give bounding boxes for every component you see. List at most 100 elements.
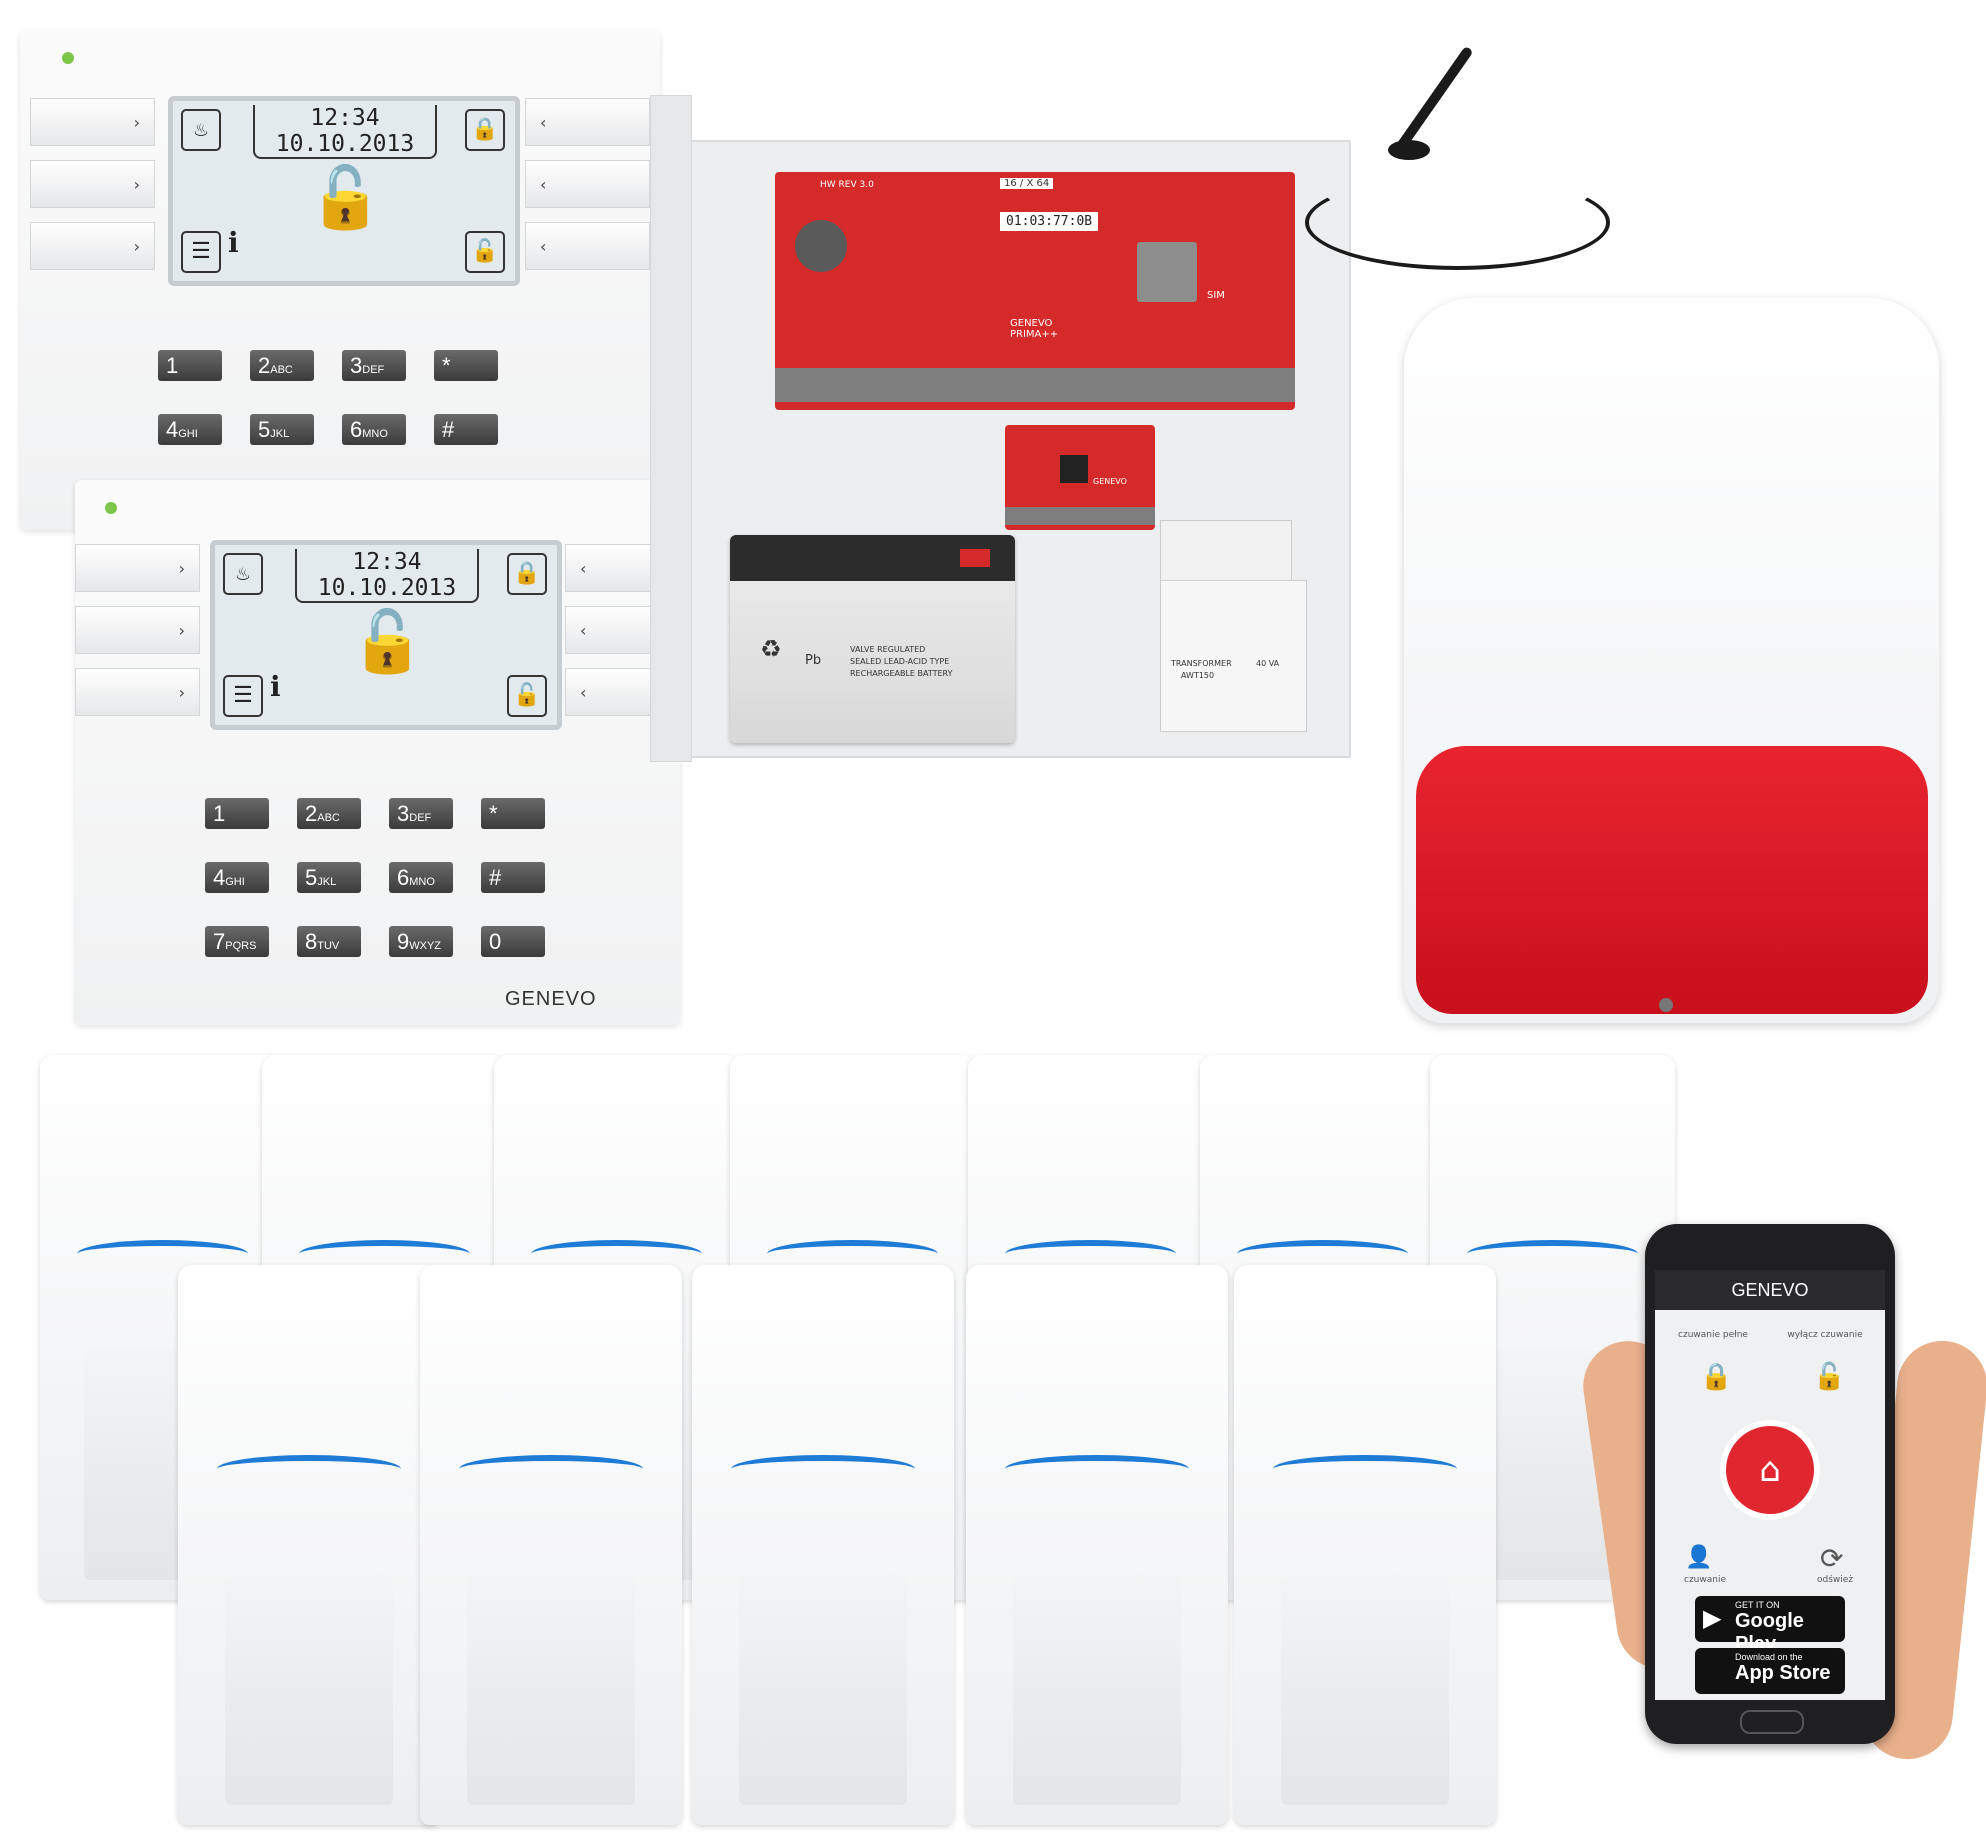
keypad-key-6[interactable]: 6MNO	[389, 862, 453, 893]
key-sub-label: DEF	[409, 812, 432, 824]
person-lock-icon[interactable]: 👤	[1685, 1545, 1713, 1570]
left-function-button-3[interactable]: ›	[30, 222, 155, 270]
key-label: 8	[305, 929, 318, 954]
key-label: 5	[305, 865, 318, 890]
keypad-key-8[interactable]: 8TUV	[297, 926, 361, 957]
status-led	[62, 52, 74, 64]
keypad-key-star[interactable]: *	[481, 798, 545, 829]
keypad-key-hash[interactable]: #	[481, 862, 545, 893]
padlock-open-icon: 🔓	[507, 675, 547, 717]
detector-lens-window	[1013, 1575, 1181, 1805]
right-function-button-2[interactable]: ‹	[525, 160, 650, 208]
siren-flash-lens	[1416, 746, 1928, 1014]
padlock-closed-icon[interactable]: 🔒	[1700, 1362, 1733, 1392]
keypad-key-1[interactable]: 1	[205, 798, 269, 829]
key-sub-label: DEF	[362, 364, 385, 376]
board-id-label: 01:03:77:0B	[1000, 212, 1099, 231]
keypad-key-9[interactable]: 9WXYZ	[389, 926, 453, 957]
keypad-key-3[interactable]: 3DEF	[342, 350, 406, 381]
fire-icon: ♨	[223, 553, 263, 595]
expander-terminal-strip	[1005, 507, 1155, 525]
key-label: 4	[213, 865, 226, 890]
google-play-small-text: GET IT ON	[1735, 1600, 1780, 1610]
expander-board: GENEVO	[1005, 425, 1155, 530]
detector-lens-window	[1281, 1575, 1449, 1805]
keypad-key-3[interactable]: 3DEF	[389, 798, 453, 829]
key-label: #	[442, 417, 455, 442]
key-label: 5	[258, 417, 271, 442]
motion-detector	[966, 1265, 1228, 1825]
keypad-back: › › › ‹ ‹ ‹ 12:34 10.10.2013 ♨ ☰ 🔒 🔓 🔓 ℹ…	[20, 30, 660, 530]
info-icon: ℹ	[228, 226, 239, 259]
battery-pb-label: Pb	[805, 653, 822, 668]
app-store-badge[interactable]: Download on the App Store	[1695, 1648, 1845, 1694]
padlock-open-icon[interactable]: 🔓	[1813, 1362, 1846, 1392]
antenna-cable	[1305, 175, 1610, 270]
left-function-button-1[interactable]: ›	[30, 98, 155, 146]
motion-detector	[1234, 1265, 1496, 1825]
battery-terminal	[960, 549, 990, 567]
key-label: 0	[489, 929, 502, 954]
motion-detector	[178, 1265, 440, 1825]
detector-led-arc	[1273, 1455, 1457, 1483]
keypad-key-7[interactable]: 7PQRS	[205, 926, 269, 957]
left-function-button-3[interactable]: ›	[75, 668, 200, 716]
app-store-small-text: Download on the	[1735, 1652, 1803, 1662]
keypad-key-2[interactable]: 2ABC	[297, 798, 361, 829]
keypad-key-star[interactable]: *	[434, 350, 498, 381]
key-sub-label: ABC	[270, 364, 293, 376]
padlock-closed-icon: 🔒	[465, 109, 505, 151]
detector-led-arc	[530, 1240, 703, 1268]
battery-line-3: RECHARGEABLE BATTERY	[850, 669, 953, 678]
key-label: 1	[166, 353, 179, 378]
key-sub-label: JKL	[270, 428, 290, 440]
disarm-label: wyłącz czuwanie	[1787, 1330, 1863, 1340]
siren-screw	[1659, 998, 1673, 1012]
right-function-button-1[interactable]: ‹	[525, 98, 650, 146]
capacitor	[795, 220, 847, 272]
left-function-button-1[interactable]: ›	[75, 544, 200, 592]
left-function-button-2[interactable]: ›	[30, 160, 155, 208]
detector-led-arc	[731, 1455, 915, 1483]
refresh-icon[interactable]: ⟳	[1820, 1542, 1844, 1575]
left-function-button-2[interactable]: ›	[75, 606, 200, 654]
phone-home-button[interactable]	[1740, 1710, 1804, 1734]
battery-line-2: SEALED LEAD-ACID TYPE	[850, 657, 950, 666]
keypad-key-4[interactable]: 4GHI	[205, 862, 269, 893]
key-sub-label: PQRS	[225, 940, 257, 952]
menu-icon: ☰	[223, 675, 263, 717]
expander-chip	[1060, 455, 1088, 483]
key-sub-label: GHI	[225, 876, 245, 888]
right-function-button-3[interactable]: ‹	[525, 222, 650, 270]
detector-led-arc	[217, 1455, 401, 1483]
battery-line-1: VALVE REGULATED	[850, 645, 926, 654]
key-label: 2	[258, 353, 271, 378]
keypad-key-6[interactable]: 6MNO	[342, 414, 406, 445]
key-sub-label: MNO	[362, 428, 388, 440]
sim-label: SIM	[1207, 290, 1225, 301]
recycle-icon: ♻	[760, 635, 782, 663]
padlock-open-icon: 🔓	[465, 231, 505, 273]
keypad-key-1[interactable]: 1	[158, 350, 222, 381]
lcd-display: 12:34 10.10.2013 ♨ ☰ 🔒 🔓 🔓 ℹ	[210, 540, 562, 730]
main-control-board: HW REV 3.0 16 / X 64 01:03:77:0B GENEVO …	[775, 172, 1295, 410]
arm-home-button[interactable]: ⌂	[1720, 1420, 1820, 1520]
key-label: 4	[166, 417, 179, 442]
padlock-open-icon: 🔓	[350, 607, 425, 677]
menu-icon: ☰	[181, 231, 221, 273]
keypad-key-4[interactable]: 4GHI	[158, 414, 222, 445]
detector-led-arc	[766, 1240, 939, 1268]
keypad-key-0[interactable]: 0	[481, 926, 545, 957]
keypad-key-5[interactable]: 5JKL	[297, 862, 361, 893]
motion-detector	[420, 1265, 682, 1825]
google-play-badge[interactable]: ▶ GET IT ON Google Play	[1695, 1596, 1845, 1655]
keypad-key-hash[interactable]: #	[434, 414, 498, 445]
keypad-key-2[interactable]: 2ABC	[250, 350, 314, 381]
detector-led-arc	[1236, 1240, 1409, 1268]
keypad-key-5[interactable]: 5JKL	[250, 414, 314, 445]
key-label: 2	[305, 801, 318, 826]
padlock-open-icon: 🔓	[308, 163, 383, 233]
app-brand: GENEVO	[1731, 1280, 1809, 1300]
key-sub-label: GHI	[178, 428, 198, 440]
lcd-clock: 12:34 10.10.2013	[295, 549, 479, 603]
